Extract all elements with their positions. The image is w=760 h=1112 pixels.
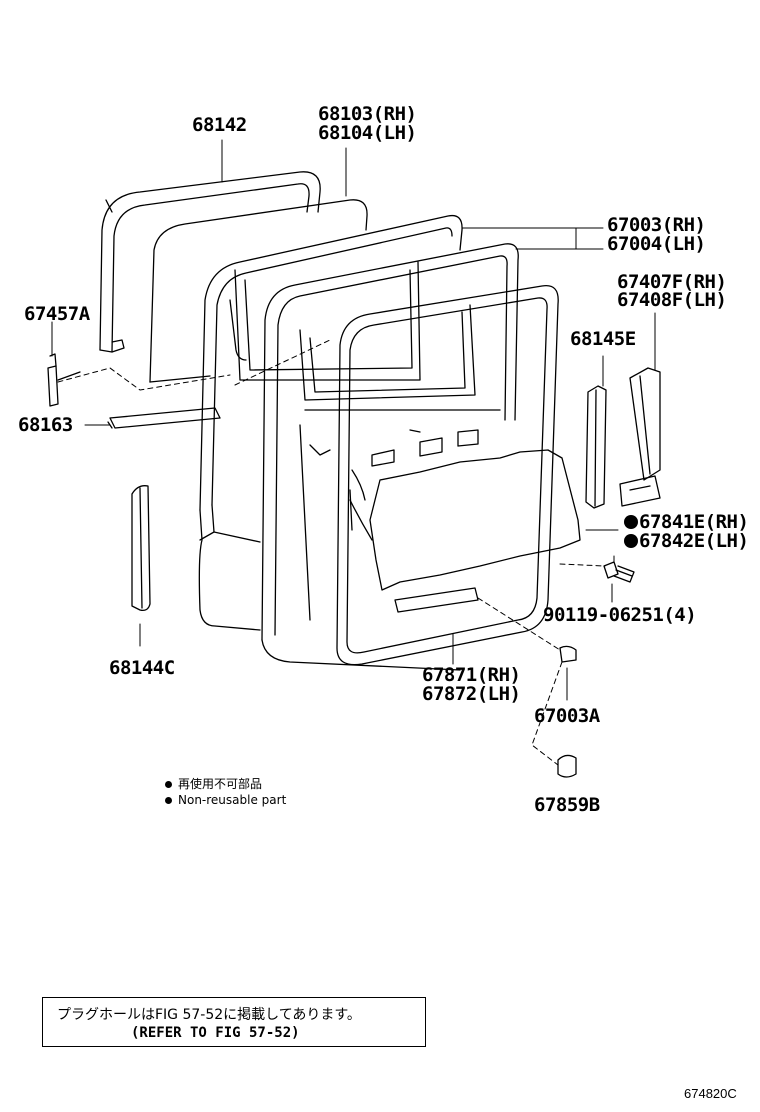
label-68145e: 68145E: [570, 328, 636, 350]
part-68163-strip: [107, 407, 221, 429]
part-68142-channel: [99, 171, 321, 353]
note-line-1: プラグホールはFIG 57-52に掲載してあります。: [57, 1007, 361, 1023]
label-67003: 67003(RH): [607, 214, 706, 236]
label-67408f: 67408F(LH): [617, 289, 727, 311]
part-68144c-molding: [131, 485, 151, 612]
drawing-code: 674820C: [684, 1086, 737, 1101]
part-68145e-cover: [585, 385, 607, 509]
label-67841e: 67841E(RH): [624, 513, 749, 532]
non-reusable-bullet-icon: [624, 534, 638, 548]
legend-en: Non-reusable part: [165, 793, 286, 807]
bullet-icon: [165, 781, 172, 788]
door-panel-shell: [198, 214, 463, 631]
dashed-guides: [57, 339, 606, 766]
label-67871: 67871(RH): [422, 664, 521, 686]
part-67871-weatherstrip: [336, 284, 559, 666]
label-68144c: 68144C: [109, 657, 175, 679]
label-67842e: 67842E(LH): [624, 532, 749, 551]
part-67859b-plug: [557, 754, 577, 778]
note-line-2: (REFER TO FIG 57-52): [131, 1025, 300, 1041]
label-67872: 67872(LH): [422, 683, 521, 705]
part-67457a: [47, 353, 81, 407]
label-67003a: 67003A: [534, 705, 600, 727]
reference-note-box: プラグホールはFIG 57-52に掲載してあります。 (REFER TO FIG…: [42, 997, 426, 1047]
label-68142: 68142: [192, 114, 247, 136]
part-67841-cover: [349, 449, 581, 613]
label-68163: 68163: [18, 414, 73, 436]
label-68104: 68104(LH): [318, 122, 417, 144]
part-67407f-bracket: [619, 367, 661, 507]
bullet-icon: [165, 797, 172, 804]
part-67003a-clip: [559, 645, 577, 663]
legend-jp: 再使用不可部品: [165, 775, 262, 792]
label-67859b: 67859B: [534, 794, 600, 816]
part-90119-screw: [603, 561, 635, 583]
part-68103-glass: [149, 199, 368, 383]
label-90119: 90119-06251(4): [543, 604, 697, 626]
label-67457a: 67457A: [24, 303, 90, 325]
door-frame-inner: [261, 243, 519, 671]
non-reusable-bullet-icon: [624, 515, 638, 529]
leader-lines: [51, 139, 656, 701]
label-68103: 68103(RH): [318, 103, 417, 125]
label-67407f: 67407F(RH): [617, 271, 727, 293]
label-67004: 67004(LH): [607, 233, 706, 255]
